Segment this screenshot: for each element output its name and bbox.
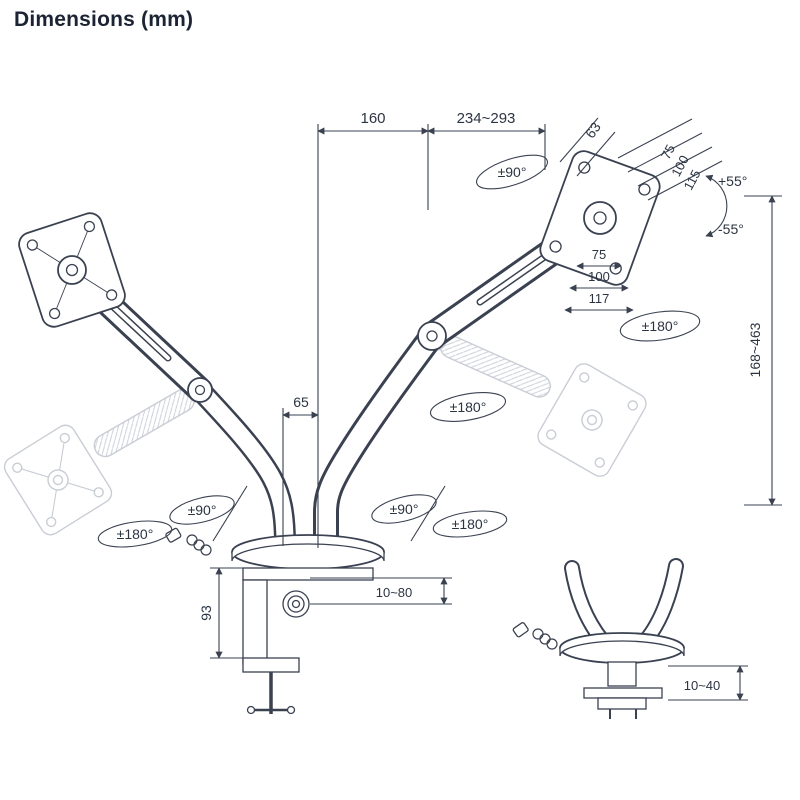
page-title: Dimensions (mm) — [14, 8, 194, 31]
dim-grommet-range-label: 10~40 — [684, 678, 721, 693]
dim-tilt-up-label: +55° — [718, 173, 747, 189]
dim-arm-reach-left-label: 160 — [360, 110, 385, 127]
dim-rotation-base-left-label: ±180° — [117, 526, 154, 542]
rotation-arc-base-left — [169, 495, 235, 525]
right-arm — [313, 204, 614, 561]
dim-vesa-h-117-label: 117 — [589, 291, 610, 306]
dim-vesa-h-100-label: 100 — [588, 269, 610, 284]
dim-swivel-top-label: ±90° — [498, 164, 527, 180]
rotation-arc-top — [476, 154, 548, 190]
dim-clamp-range-label: 10~80 — [376, 585, 413, 600]
dim-clamp-height-label: 93 — [198, 605, 214, 621]
dimension-annotations: 160 234~293 63 ±90° 75 100 115 75 100 11… — [97, 110, 782, 701]
dim-arm-rotation-mid-label: ±180° — [450, 399, 487, 415]
dim-plate-rotation-label: ±180° — [642, 318, 679, 334]
cable-plug-icon — [512, 622, 529, 638]
rotation-arc-base-left-180 — [97, 520, 173, 548]
dim-height-range-label: 168~463 — [747, 322, 763, 377]
dim-swivel-base-right-label: ±90° — [390, 501, 419, 517]
clamp-back-plate — [242, 579, 268, 665]
rotation-arc-mid — [429, 392, 507, 422]
desk-clamp — [231, 534, 385, 715]
dim-tilt-down-label: -55° — [718, 221, 744, 237]
dim-swivel-base-left-label: ±90° — [188, 502, 217, 518]
dim-vesa-h-75-label: 75 — [592, 247, 606, 262]
tilt-arc — [705, 174, 728, 238]
ghost-left-arm-tube — [93, 388, 195, 458]
dim-arm-reach-right-label: 234~293 — [457, 110, 516, 127]
dim-vesa-v-75-label: 75 — [658, 142, 678, 162]
grommet-inset — [512, 558, 685, 719]
grommet-plate — [583, 687, 663, 699]
rotation-arc-plate — [619, 310, 701, 342]
cable-coil — [165, 527, 212, 556]
ghost-vesa-plate-right — [537, 363, 647, 477]
grommet-shaft — [607, 661, 637, 687]
rotation-arc-base-right — [371, 494, 437, 524]
ghost-right-arm-tube — [439, 335, 551, 398]
clamp-top-jaw — [242, 567, 374, 581]
rotation-arc-base-right-180 — [432, 510, 508, 538]
dim-rotation-base-right-label: ±180° — [452, 516, 489, 532]
dim-pole-offset-label: 65 — [293, 394, 309, 410]
clamp-bottom-jaw — [242, 657, 300, 673]
ghost-vesa-plate-left — [3, 424, 113, 536]
dim-plate-depth-label: 63 — [582, 119, 604, 141]
ghost-positions — [3, 329, 647, 536]
